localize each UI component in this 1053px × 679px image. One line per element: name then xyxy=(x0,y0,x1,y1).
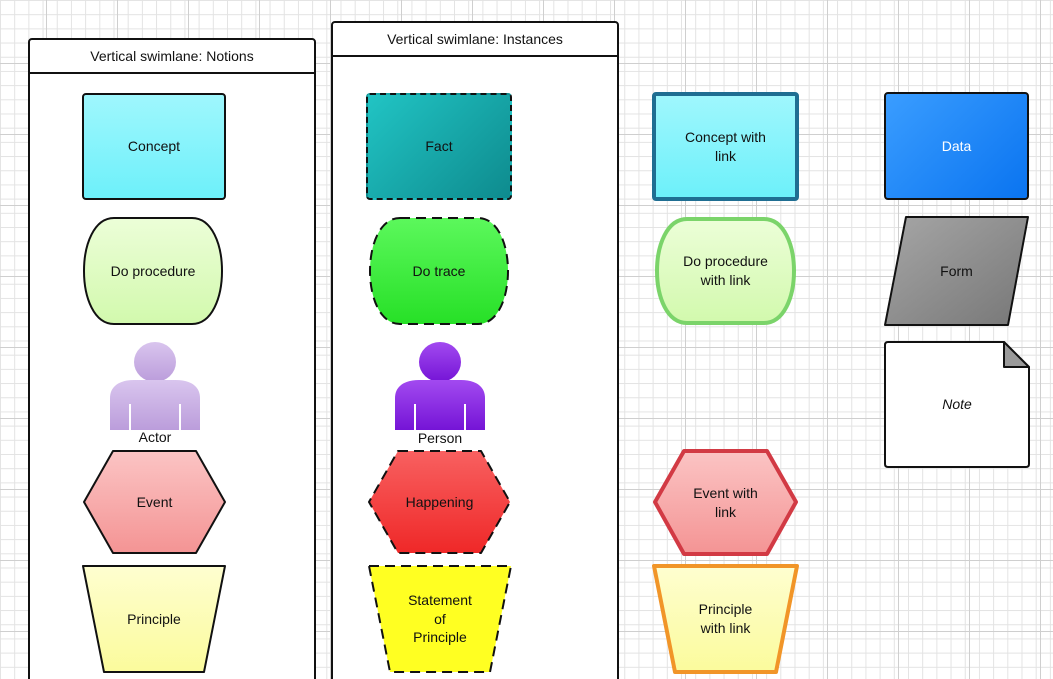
event-with-link-label: Event with link xyxy=(693,484,758,520)
event-label: Event xyxy=(136,493,173,510)
statement-of-principle-label: Statement of Principle xyxy=(408,591,472,646)
concept-label: Concept xyxy=(127,138,181,155)
principle-with-link-outline xyxy=(652,564,799,674)
do-trace-shape[interactable]: Do trace xyxy=(366,217,512,325)
form-shape[interactable]: Form xyxy=(884,216,1029,326)
statement-of-principle-shape[interactable]: Statement of Principle xyxy=(368,565,512,673)
principle-with-link-label: Principle with link xyxy=(698,601,753,636)
do-procedure-outline xyxy=(83,217,223,325)
note-shape[interactable]: Note xyxy=(884,341,1030,468)
concept-with-link-shape[interactable]: Concept with link xyxy=(652,92,799,201)
data-label: Data xyxy=(941,137,972,154)
happening-shape[interactable]: Happening xyxy=(368,450,511,554)
happening-outline xyxy=(368,450,511,554)
event-outline xyxy=(83,450,226,554)
do-trace-outline xyxy=(369,217,509,325)
actor-icon xyxy=(110,342,200,430)
principle-outline xyxy=(82,565,226,673)
person-icon xyxy=(395,342,485,430)
actor-label: Actor xyxy=(138,429,172,445)
form-label: Form xyxy=(940,262,973,279)
do-trace-label: Do trace xyxy=(412,262,466,279)
concept-with-link-label: Concept with link xyxy=(685,128,766,164)
form-outline xyxy=(884,216,1029,326)
person-shape[interactable] xyxy=(393,342,487,432)
concept-shape[interactable]: Concept xyxy=(82,93,226,200)
note-outline xyxy=(884,341,1030,468)
principle-shape[interactable]: Principle xyxy=(82,565,226,673)
happening-label: Happening xyxy=(405,493,474,510)
swimlane-notions-title: Vertical swimlane: Notions xyxy=(30,40,314,74)
do-procedure-shape[interactable]: Do procedure xyxy=(80,217,226,325)
fact-shape[interactable]: Fact xyxy=(366,93,512,200)
fact-label: Fact xyxy=(425,138,453,155)
data-shape[interactable]: Data xyxy=(884,92,1029,200)
statement-of-principle-outline xyxy=(368,565,512,673)
actor-shape[interactable] xyxy=(108,342,202,432)
do-procedure-label: Do procedure xyxy=(110,262,196,279)
do-procedure-with-link-shape[interactable]: Do procedure with link xyxy=(652,217,799,325)
event-shape[interactable]: Event xyxy=(83,450,226,554)
do-procedure-with-link-outline xyxy=(655,217,796,325)
event-with-link-outline xyxy=(653,449,798,556)
event-with-link-shape[interactable]: Event with link xyxy=(653,449,798,556)
principle-label: Principle xyxy=(127,610,181,627)
person-label: Person xyxy=(417,430,463,446)
do-procedure-with-link-label: Do procedure with link xyxy=(683,253,768,288)
principle-with-link-shape[interactable]: Principle with link xyxy=(652,564,799,674)
note-label: Note xyxy=(942,396,972,413)
swimlane-instances-title: Vertical swimlane: Instances xyxy=(333,23,617,57)
